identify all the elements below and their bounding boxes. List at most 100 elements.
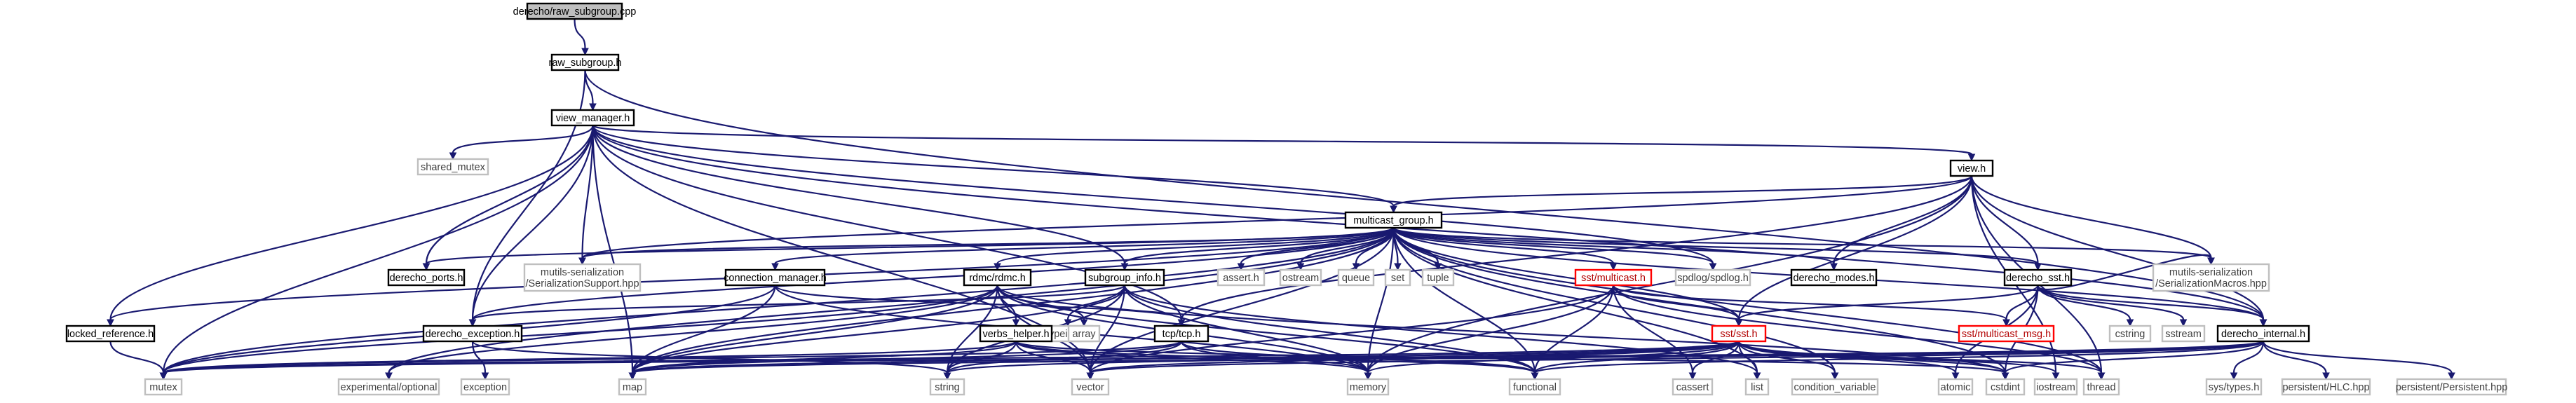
edge-arrowhead	[1951, 372, 1960, 381]
node-view_manager_h[interactable]: view_manager.h	[550, 109, 635, 127]
edge-line	[471, 341, 487, 374]
node-raw_subgroup_h[interactable]: raw_subgroup.h	[549, 53, 622, 71]
node-array: array	[1067, 325, 1101, 343]
node-label: memory	[1350, 382, 1387, 393]
node-derecho_internal_h[interactable]: derecho_internal.h	[2216, 325, 2310, 343]
node-subgroup_info_h[interactable]: subgroup_info.h	[1084, 268, 1165, 287]
node-label: queue	[1342, 273, 1370, 284]
node-rdmc_h[interactable]: rdmc/rdmc.h	[963, 268, 1032, 287]
edge-arrowhead	[1735, 319, 1743, 327]
edge-line	[1737, 341, 1758, 374]
edge-view_manager_h-to-view_h	[592, 124, 1976, 162]
node-label: atomic	[1941, 382, 1971, 393]
edge-arrowhead	[481, 372, 489, 381]
node-box	[144, 378, 183, 396]
edge-arrowhead	[628, 372, 637, 381]
node-label: mutils-serialization	[541, 267, 624, 278]
node-sst_multicast_msg_h[interactable]: sst/multicast_msg.h	[1958, 325, 2055, 343]
node-spdlog_h: spdlog/spdlog.h	[1674, 268, 1751, 287]
node-label: tuple	[1427, 273, 1449, 284]
node-functional: functional	[1508, 378, 1561, 396]
node-memory: memory	[1346, 378, 1390, 396]
node-cstring: cstring	[2108, 325, 2152, 343]
node-sst_sst_h[interactable]: sst/sst.h	[1711, 325, 1767, 343]
node-box	[550, 53, 620, 71]
edge-derecho_exception_h-to-exception	[471, 341, 489, 381]
edge-line	[774, 285, 1183, 321]
edge-derecho_sst_h-to-derecho_internal_h	[2037, 285, 2267, 327]
node-label: /SerializationSupport.hpp	[525, 278, 639, 289]
edge-multicast_group_h-to-mutils_serialization_support	[578, 226, 1395, 266]
edge-line	[471, 227, 1395, 320]
edge-line	[1089, 340, 2265, 374]
node-label: functional	[1513, 382, 1557, 393]
node-exception: exception	[460, 378, 510, 396]
node-sst_multicast_h[interactable]: sst/multicast.h	[1574, 268, 1653, 287]
node-condition_variable: condition_variable	[1791, 378, 1879, 396]
edge-arrowhead	[2034, 263, 2042, 271]
node-box	[2152, 263, 2270, 292]
edge-line	[1392, 227, 1758, 374]
edge-line	[2004, 341, 2265, 374]
edge-line	[471, 125, 594, 320]
node-box	[2396, 378, 2507, 396]
node-vector: vector	[1071, 378, 1110, 396]
node-experimental_optional: experimental/optional	[337, 378, 440, 396]
edge-line	[581, 175, 1973, 259]
edge-line	[1392, 227, 1714, 265]
node-label: cassert	[1676, 382, 1709, 393]
node-raw_subgroup_cpp[interactable]: derecho/raw_subgroup.cpp	[513, 2, 637, 20]
edge-line	[1737, 341, 1836, 374]
node-box	[2205, 378, 2263, 396]
edge-line	[1737, 285, 2039, 321]
node-derecho_exception_h[interactable]: derecho_exception.h	[422, 325, 523, 343]
node-label: sst/multicast_msg.h	[1962, 329, 2051, 340]
node-box	[526, 2, 623, 20]
edge-arrowhead	[771, 263, 779, 271]
node-shared_mutex: shared_mutex	[416, 158, 489, 176]
node-label: persistent/HLC.hpp	[2282, 382, 2369, 393]
node-box	[2033, 378, 2078, 396]
node-label: sstream	[2165, 329, 2202, 340]
node-derecho_ports_h[interactable]: derecho_ports.h	[387, 268, 466, 287]
node-label: set	[1391, 273, 1404, 284]
node-box	[1574, 268, 1653, 287]
node-set: set	[1384, 268, 1411, 287]
edge-arrowhead	[2230, 372, 2238, 381]
node-label: thread	[2087, 382, 2115, 393]
node-label: condition_variable	[1794, 382, 1876, 393]
edge-line	[162, 285, 998, 374]
node-label: sst/sst.h	[1720, 329, 1757, 340]
node-box	[1674, 268, 1751, 287]
node-locked_reference_h[interactable]: locked_reference.h	[65, 325, 156, 343]
node-label: subgroup_info.h	[1088, 273, 1161, 284]
node-box	[387, 268, 466, 287]
edge-arrowhead	[1120, 263, 1129, 271]
node-verbs_helper_h[interactable]: verbs_helper.h	[979, 325, 1053, 343]
node-view_h[interactable]: view.h	[1949, 159, 1994, 177]
node-box	[929, 378, 965, 396]
edge-line	[631, 340, 2265, 374]
node-box	[1067, 325, 1101, 343]
node-box	[1084, 268, 1165, 287]
edge-derecho_internal_h-to-persistent_persistent	[2262, 341, 2455, 381]
edge-line	[1392, 226, 2039, 265]
node-derecho_modes_h[interactable]: derecho_modes.h	[1790, 268, 1878, 287]
edge-arrowhead	[581, 48, 589, 56]
edge-line	[2037, 254, 2212, 290]
edge-arrowhead	[468, 319, 477, 327]
node-box	[1711, 325, 1767, 343]
node-connection_manager_h[interactable]: connection_manager.h	[724, 268, 827, 287]
edge-derecho_internal_h-to-vector	[1086, 340, 2265, 381]
node-label: exception	[463, 382, 507, 393]
edge-view_manager_h-to-shared_mutex	[449, 125, 594, 160]
node-tcp_h[interactable]: tcp/tcp.h	[1153, 325, 1209, 343]
edge-arrowhead	[943, 372, 951, 381]
edge-arrowhead	[589, 103, 597, 111]
edge-multicast_group_h-to-connection_manager_h	[771, 226, 1395, 271]
node-assert_h: assert.h	[1216, 268, 1266, 287]
edge-multicast_group_h-to-derecho_modes_h	[1392, 226, 1838, 271]
node-multicast_group_h[interactable]: multicast_group.h	[1344, 211, 1443, 229]
node-derecho_sst_h[interactable]: derecho_sst.h	[2003, 268, 2073, 287]
node-label: /SerializationMacros.hpp	[2155, 278, 2267, 289]
